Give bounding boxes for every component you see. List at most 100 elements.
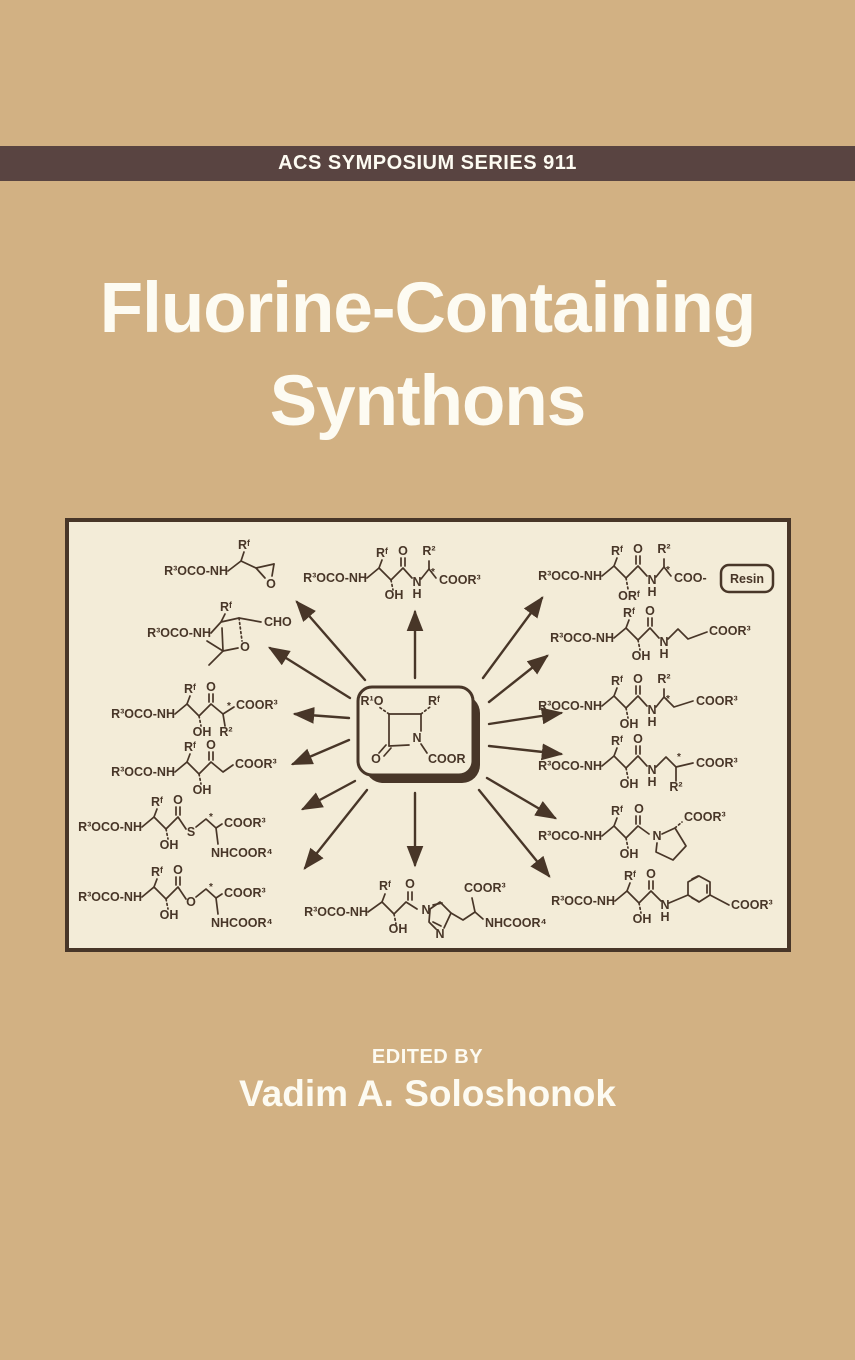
editor-block: EDITED BY Vadim A. Soloshonok	[0, 1046, 855, 1115]
scheme-arrow	[487, 707, 564, 726]
bond	[420, 706, 431, 715]
scheme-label: OH	[193, 783, 212, 797]
scheme-label: R³OCO-NH	[78, 890, 142, 904]
scheme-label: Rᶠ	[184, 682, 196, 696]
scheme-label: Rᶠ	[238, 538, 250, 552]
scheme-label: *	[677, 752, 681, 763]
scheme-label: COOR³	[696, 694, 738, 708]
scheme-label: Rᶠ	[611, 674, 623, 688]
bond	[174, 703, 235, 717]
scheme-arrow	[485, 776, 558, 820]
bond	[378, 744, 387, 754]
bond	[388, 744, 410, 747]
scheme-arrow	[477, 788, 551, 878]
scheme-label: Rᶠ	[623, 606, 635, 620]
bond	[655, 756, 694, 768]
scheme-label: O	[173, 863, 183, 877]
scheme-arrow	[300, 779, 357, 811]
scheme-label: COOR³	[731, 898, 773, 912]
bond	[195, 888, 223, 899]
scheme-label: *	[227, 701, 231, 712]
bond	[381, 893, 386, 903]
scheme-label: OH	[620, 717, 639, 731]
scheme-label: N	[659, 635, 668, 649]
scheme-label: H	[647, 585, 656, 599]
bond	[222, 713, 226, 727]
scheme-label: COOR³	[709, 624, 751, 638]
scheme-label: N	[647, 763, 656, 777]
scheme-label: R³OCO-NH	[111, 707, 175, 721]
scheme-label: R³OCO-NH	[304, 905, 368, 919]
scheme-label: Rᶠ	[611, 734, 623, 748]
scheme-label: N	[660, 898, 669, 912]
scheme-label: N	[647, 573, 656, 587]
scheme-label: *	[209, 812, 213, 823]
scheme-label: O	[173, 793, 183, 807]
scheme-label: OH	[389, 922, 408, 936]
resin-box	[719, 563, 775, 594]
scheme-label: N	[647, 703, 656, 717]
bond	[428, 909, 437, 930]
book-title-line2: Synthons	[269, 362, 586, 441]
scheme-arrow	[292, 707, 351, 724]
scheme-label: *	[209, 882, 213, 893]
bond	[393, 913, 397, 925]
bond	[186, 753, 191, 763]
scheme-label: COOR³	[684, 810, 726, 824]
scheme-label: OH	[620, 777, 639, 791]
bond	[238, 617, 243, 642]
bond	[420, 743, 428, 754]
scheme-label: Rᶠ	[611, 544, 623, 558]
scheme-label: O	[633, 672, 643, 686]
scheme-label: O	[645, 604, 655, 618]
scheme-label: O	[633, 542, 643, 556]
bond	[450, 911, 476, 921]
bond	[174, 761, 234, 775]
series-banner: ACS SYMPOSIUM SERIES 911	[0, 146, 855, 181]
bond	[206, 640, 224, 652]
scheme-label: H	[412, 587, 421, 601]
scheme-label: N	[421, 903, 430, 917]
scheme-label: OH	[160, 908, 179, 922]
scheme-label: ORᶠ	[618, 589, 640, 603]
scheme-label: R²	[657, 542, 670, 556]
scheme-label: H	[660, 910, 669, 924]
bond	[691, 897, 699, 902]
scheme-label: N	[412, 575, 421, 589]
scheme-label: COOR³	[696, 756, 738, 770]
scheme-label: OH	[633, 912, 652, 926]
scheme-label: OH	[193, 725, 212, 739]
bond	[655, 827, 687, 861]
scheme-label: NHCOOR⁴	[211, 846, 273, 860]
scheme-arrow	[487, 654, 549, 704]
bond	[471, 897, 476, 913]
scheme-label: R²	[219, 725, 232, 739]
scheme-label: S	[187, 825, 195, 839]
bond	[613, 747, 618, 757]
scheme-label: R²	[669, 780, 682, 794]
scheme-label: N	[435, 927, 444, 941]
bond	[153, 878, 158, 888]
scheme-label: O	[634, 802, 644, 816]
scheme-label: R³OCO-NH	[538, 569, 602, 583]
scheme-label: COOR³	[224, 816, 266, 830]
scheme-label: OH	[620, 847, 639, 861]
bond	[208, 650, 224, 666]
scheme-label: *	[666, 565, 670, 576]
bond	[655, 696, 694, 708]
bond	[625, 577, 629, 590]
scheme-label: NHCOOR⁴	[211, 916, 273, 930]
bond	[215, 897, 219, 915]
bond	[198, 773, 202, 785]
bond	[378, 559, 383, 569]
bond	[271, 563, 275, 577]
scheme-label: OH	[160, 838, 179, 852]
scheme-label: Rᶠ	[184, 740, 196, 754]
scheme-label: R³OCO-NH	[538, 829, 602, 843]
scheme-arrow	[290, 738, 351, 766]
bond	[429, 901, 452, 929]
bond	[432, 902, 443, 906]
scheme-label: O	[240, 640, 250, 654]
